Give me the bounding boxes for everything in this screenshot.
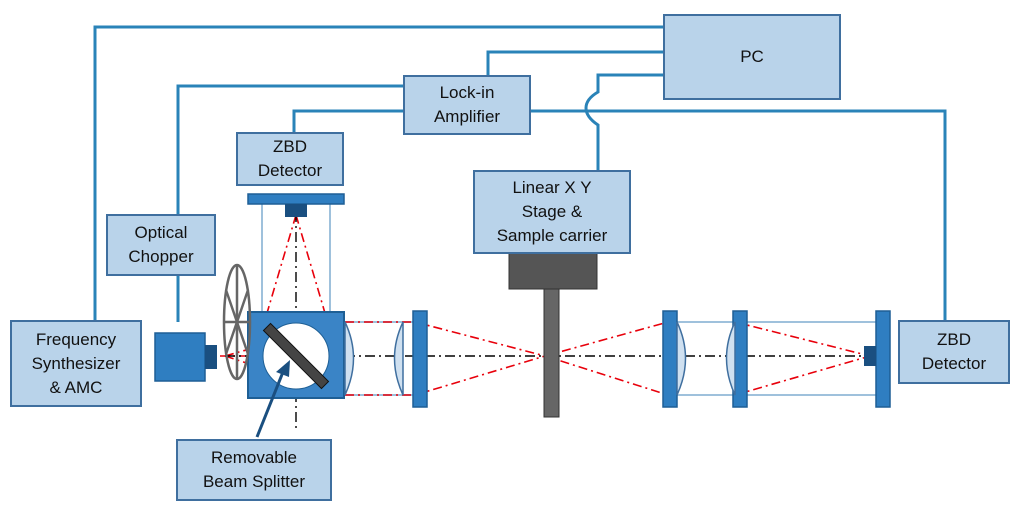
frequency-synthesizer-box: Frequency Synthesizer & AMC bbox=[10, 320, 142, 407]
wire-pc-to-synthesizer bbox=[93, 25, 665, 322]
beam-up-right bbox=[295, 214, 331, 331]
beam-detector-top bbox=[734, 321, 871, 357]
right-detector-head bbox=[864, 346, 876, 366]
lockin-amplifier-box: Lock-in Amplifier bbox=[403, 75, 531, 135]
chopper-label-line1: Optical bbox=[134, 223, 188, 242]
top-detector-mount bbox=[247, 193, 345, 205]
beam-to-focus-bottom bbox=[414, 355, 669, 396]
optical-chopper-box: Optical Chopper bbox=[106, 214, 216, 276]
wire-pc-to-stage bbox=[584, 73, 665, 171]
beam-to-focus-top bbox=[414, 321, 669, 357]
lens-mount-2 bbox=[662, 310, 678, 408]
beam-splitter-pointer-head bbox=[276, 360, 290, 377]
source-horn-aperture bbox=[205, 345, 217, 369]
wire-pc-to-lockin bbox=[486, 50, 665, 75]
synth-label-line1: Frequency bbox=[35, 329, 117, 349]
beam-splitter-label-line2: Beam Splitter bbox=[202, 472, 306, 491]
lens-4 bbox=[725, 321, 736, 396]
wire-lockin-to-right-detector bbox=[530, 109, 947, 322]
top-detector-head bbox=[285, 204, 307, 217]
zbd-detector-right-box: ZBD Detector bbox=[898, 320, 1010, 384]
pc-box: PC bbox=[663, 14, 841, 100]
lens-mount-1 bbox=[412, 310, 428, 408]
stage-label-line3: Sample carrier bbox=[496, 226, 608, 245]
lens-1 bbox=[344, 321, 355, 396]
optical-chopper-wheel bbox=[222, 263, 252, 381]
zbd-top-label-line1: ZBD bbox=[273, 137, 307, 156]
lens-3 bbox=[676, 321, 687, 396]
lockin-label-line1: Lock-in bbox=[439, 83, 495, 102]
lens-2 bbox=[393, 321, 404, 396]
sample-carrier-rod bbox=[543, 288, 560, 418]
beam-up-left bbox=[261, 214, 297, 331]
source-horn bbox=[154, 332, 206, 382]
stage-body bbox=[508, 251, 598, 290]
beam-splitter-pointer bbox=[255, 371, 285, 438]
beam-splitter-box: Removable Beam Splitter bbox=[176, 439, 332, 501]
synth-label-line2: Synthesizer bbox=[31, 353, 121, 373]
synth-label-line3: & AMC bbox=[49, 377, 103, 397]
chopper-label-line2: Chopper bbox=[128, 247, 194, 266]
zbd-detector-top-box: ZBD Detector bbox=[236, 132, 344, 186]
pc-label: PC bbox=[740, 47, 764, 66]
beam-splitter-plate bbox=[262, 322, 330, 390]
wire-lockin-to-top-detector bbox=[292, 109, 405, 134]
stage-label-line1: Linear X Y bbox=[512, 178, 592, 197]
zbd-right-label-line2: Detector bbox=[921, 354, 987, 373]
right-detector-mount bbox=[875, 310, 891, 408]
beam-detector-bottom bbox=[734, 355, 871, 396]
lockin-label-line2: Amplifier bbox=[433, 107, 501, 126]
beam-splitter-label-line1: Removable bbox=[211, 448, 297, 467]
zbd-right-label-line1: ZBD bbox=[937, 330, 971, 349]
zbd-top-label-line2: Detector bbox=[257, 161, 323, 180]
stage-label-line2: Stage & bbox=[521, 202, 583, 221]
stage-box: Linear X Y Stage & Sample carrier bbox=[473, 170, 631, 254]
